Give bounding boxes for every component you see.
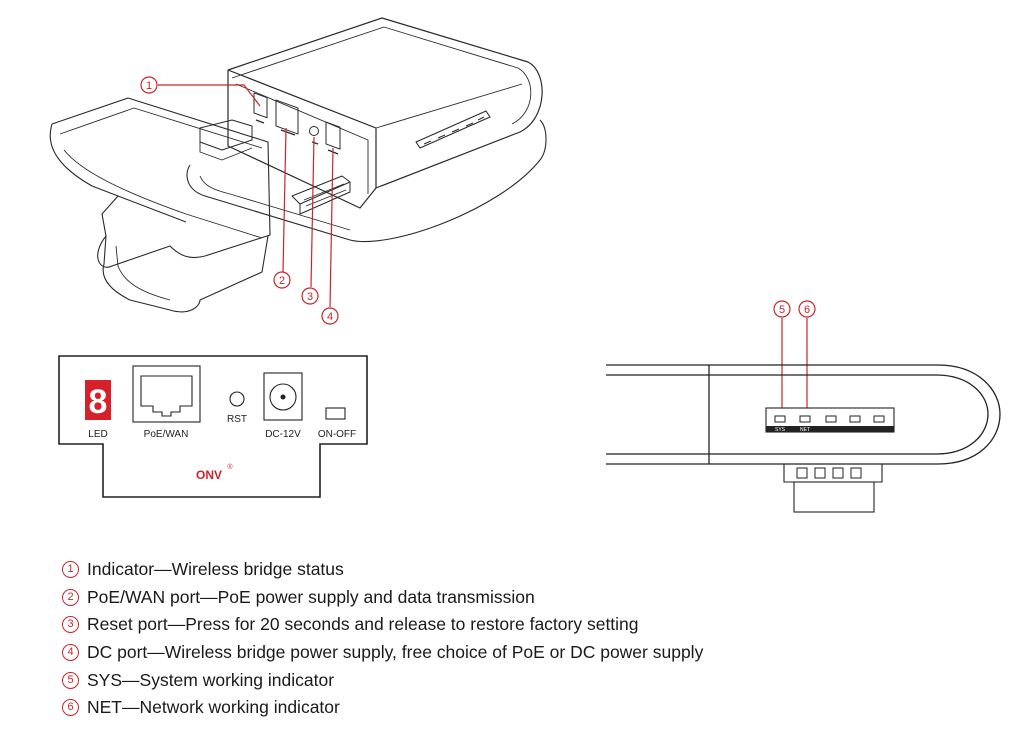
iso-dc-port bbox=[325, 121, 341, 150]
legend-number: 5 bbox=[62, 671, 79, 689]
brand-logo: ONV bbox=[196, 468, 222, 482]
port-panel: 8 LED PoE/WAN RST DC-12V ON-OFF ONV ® bbox=[58, 355, 368, 498]
legend-item-reset: 3 Reset port—Press for 20 seconds and rel… bbox=[62, 611, 703, 639]
callout-1: 1 bbox=[140, 76, 158, 94]
dc-port bbox=[263, 372, 303, 421]
legend-text: SYS—System working indicator bbox=[87, 669, 335, 690]
legend-item-net: 6 NET—Network working indicator bbox=[62, 694, 703, 722]
iso-poe-port bbox=[275, 99, 299, 135]
led-label: LED bbox=[88, 429, 107, 440]
poe-wan-port bbox=[132, 365, 201, 423]
iso-reset-hole bbox=[309, 126, 319, 136]
legend-text: PoE/WAN port—PoE power supply and data t… bbox=[87, 586, 535, 607]
legend-number: 4 bbox=[62, 644, 79, 662]
callout-2: 2 bbox=[273, 271, 291, 289]
legend-text: Indicator—Wireless bridge status bbox=[87, 559, 344, 580]
device-base-plate bbox=[186, 119, 547, 242]
legend-item-dc: 4 DC port—Wireless bridge power supply, f… bbox=[62, 639, 703, 667]
svg-text:NET: NET bbox=[800, 427, 810, 433]
legend-number: 3 bbox=[62, 616, 79, 634]
svg-text:3: 3 bbox=[307, 291, 313, 303]
svg-text:1: 1 bbox=[146, 80, 152, 92]
legend-item-poe-wan: 2 PoE/WAN port—PoE power supply and data … bbox=[62, 584, 703, 612]
legend-item-sys: 5 SYS—System working indicator bbox=[62, 666, 703, 694]
poe-wan-label: PoE/WAN bbox=[144, 429, 189, 440]
device-side-face bbox=[227, 69, 377, 188]
svg-text:8: 8 bbox=[89, 383, 108, 421]
callout-3: 3 bbox=[301, 287, 319, 305]
svg-text:4: 4 bbox=[327, 311, 333, 323]
callout-leaders bbox=[158, 84, 808, 412]
device-open-lid bbox=[51, 97, 271, 268]
legend-item-indicator: 1 Indicator—Wireless bridge status bbox=[62, 556, 703, 584]
port-panel-outline bbox=[58, 355, 368, 498]
svg-text:5: 5 bbox=[779, 304, 785, 316]
dc-label: DC-12V bbox=[265, 429, 301, 440]
callout-4: 4 bbox=[321, 307, 339, 325]
sys-led bbox=[774, 415, 786, 423]
legend-text: NET—Network working indicator bbox=[87, 697, 340, 718]
legend-text: Reset port—Press for 20 seconds and rele… bbox=[87, 614, 639, 635]
legend-number: 2 bbox=[62, 588, 79, 606]
svg-text:SYS: SYS bbox=[775, 427, 786, 433]
side-indicator-slot bbox=[415, 110, 491, 149]
reset-button bbox=[229, 391, 245, 407]
led-display bbox=[85, 380, 111, 420]
iso-led-window bbox=[253, 92, 268, 119]
side-view: SYS NET bbox=[606, 364, 1001, 513]
legend-number: 1 bbox=[62, 561, 79, 579]
legend-number: 6 bbox=[62, 699, 79, 717]
device-top-face bbox=[227, 17, 543, 189]
legend-list: 1 Indicator—Wireless bridge status 2 PoE/W… bbox=[62, 556, 703, 722]
callout-5: 5 bbox=[773, 300, 791, 318]
isometric-device-view bbox=[49, 17, 547, 313]
device-open-end bbox=[227, 70, 377, 209]
svg-text:®: ® bbox=[227, 463, 233, 471]
onoff-label: ON-OFF bbox=[318, 429, 356, 440]
svg-text:2: 2 bbox=[279, 275, 285, 287]
power-switch bbox=[325, 407, 346, 420]
net-led bbox=[799, 415, 811, 423]
svg-text:6: 6 bbox=[804, 304, 810, 316]
legend-text: DC port—Wireless bridge power supply, fr… bbox=[87, 642, 704, 663]
callout-6: 6 bbox=[798, 300, 816, 318]
rst-label: RST bbox=[227, 414, 247, 425]
callout-circles: 1 2 3 4 5 6 bbox=[140, 76, 816, 325]
side-view-outline bbox=[606, 364, 1001, 465]
